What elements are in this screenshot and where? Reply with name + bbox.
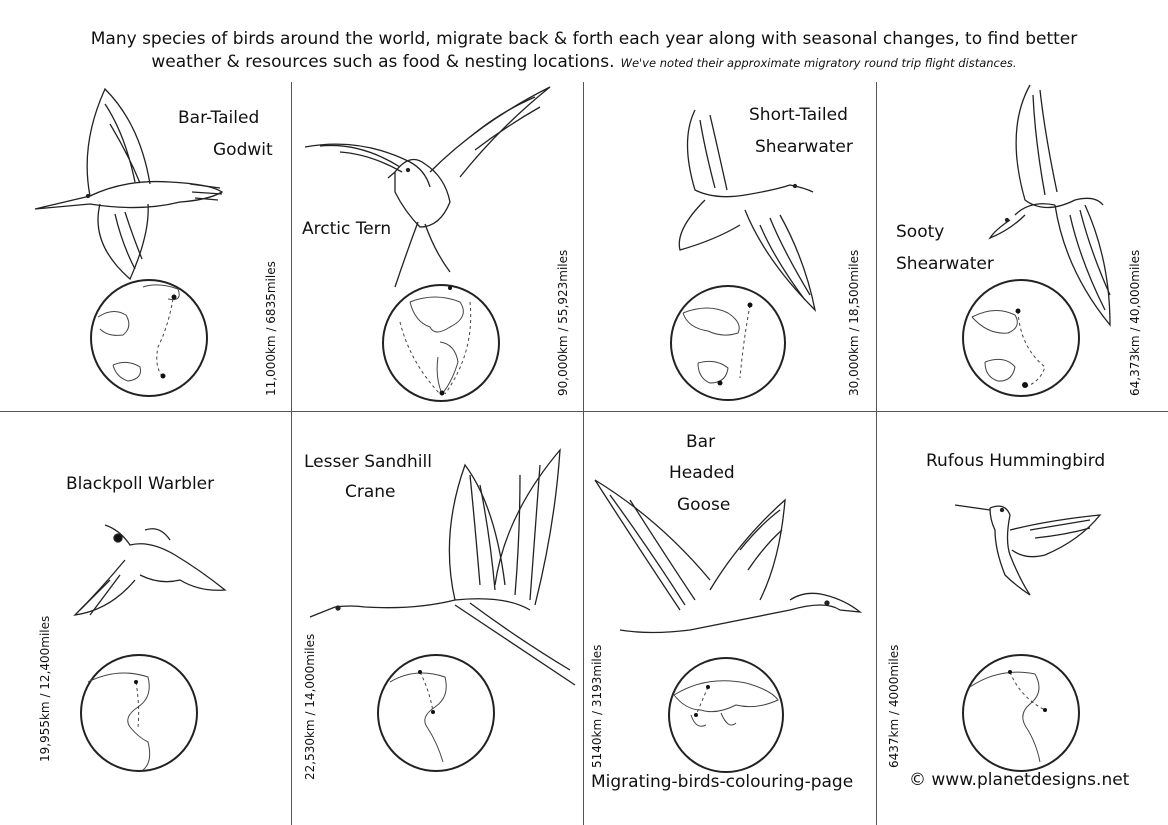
bird-name-line-2: Shearwater [896,254,994,274]
globe-map [962,279,1080,397]
bird-name-line-1: Bar-Tailed [178,108,260,128]
bird-name-line-1: Bar [686,432,716,452]
globe-map [382,284,500,402]
migration-distance: 19,955km / 12,400miles [38,615,52,762]
intro-line-2-wrap: weather & resources such as food & nesti… [0,51,1168,75]
bird-name-line-1: Arctic Tern [302,219,392,239]
migration-distance: 30,000km / 18,500miles [847,249,861,396]
bird-name-line-1: Short-Tailed [749,105,848,125]
bird-name-line-2: Shearwater [755,137,853,157]
bird-name-line-1: Blackpoll Warbler [66,474,215,494]
intro-text: Many species of birds around the world, … [0,28,1168,75]
migration-distance: 64,373km / 40,000miles [1128,249,1142,396]
globe-map [80,654,198,772]
migration-distance: 6437km / 4000miles [887,644,901,768]
blackpoll-warbler-illustration [73,524,227,616]
migration-distance: 5140km / 3193miles [590,644,604,768]
bird-name-line-2: Headed [669,463,735,483]
bird-name-line-2: Crane [345,482,396,502]
bar-headed-goose-illustration [594,479,863,634]
copyright-notice: © www.planetdesigns.net [909,770,1130,790]
sandhill-crane-illustration [309,448,576,686]
intro-line-2: weather & resources such as food & nesti… [151,52,615,72]
short-tailed-shearwater-illustration [678,109,817,312]
godwit-illustration [34,87,224,281]
migration-distance: 11,000km / 6835miles [264,261,278,396]
migration-distance: 22,530km / 14,000miles [303,633,317,780]
bird-name-line-3: Goose [677,495,731,515]
sooty-shearwater-illustration [988,84,1111,327]
globe-map [670,285,786,401]
bird-name-line-1: Sooty [896,222,945,242]
divider-horizontal [0,411,1168,412]
arctic-tern-illustration [304,86,551,288]
bird-name-line-1: Lesser Sandhill [304,452,432,472]
intro-line-1: Many species of birds around the world, … [90,29,1078,49]
intro-note: We've noted their approximate migratory … [620,56,1017,70]
globe-map [962,654,1080,772]
divider-vertical-2 [583,82,584,825]
globe-map [90,279,208,397]
rufous-hummingbird-illustration [954,504,1102,596]
divider-vertical-1 [291,82,292,825]
bird-name-line-2: Godwit [213,140,273,160]
bird-name-line-1: Rufous Hummingbird [926,451,1106,471]
globe-map [377,654,495,772]
migration-distance: 90,000km / 55,923miles [556,249,570,396]
divider-vertical-3 [876,82,877,825]
page-name-caption: Migrating-birds-colouring-page [591,772,854,792]
globe-map [668,657,784,773]
